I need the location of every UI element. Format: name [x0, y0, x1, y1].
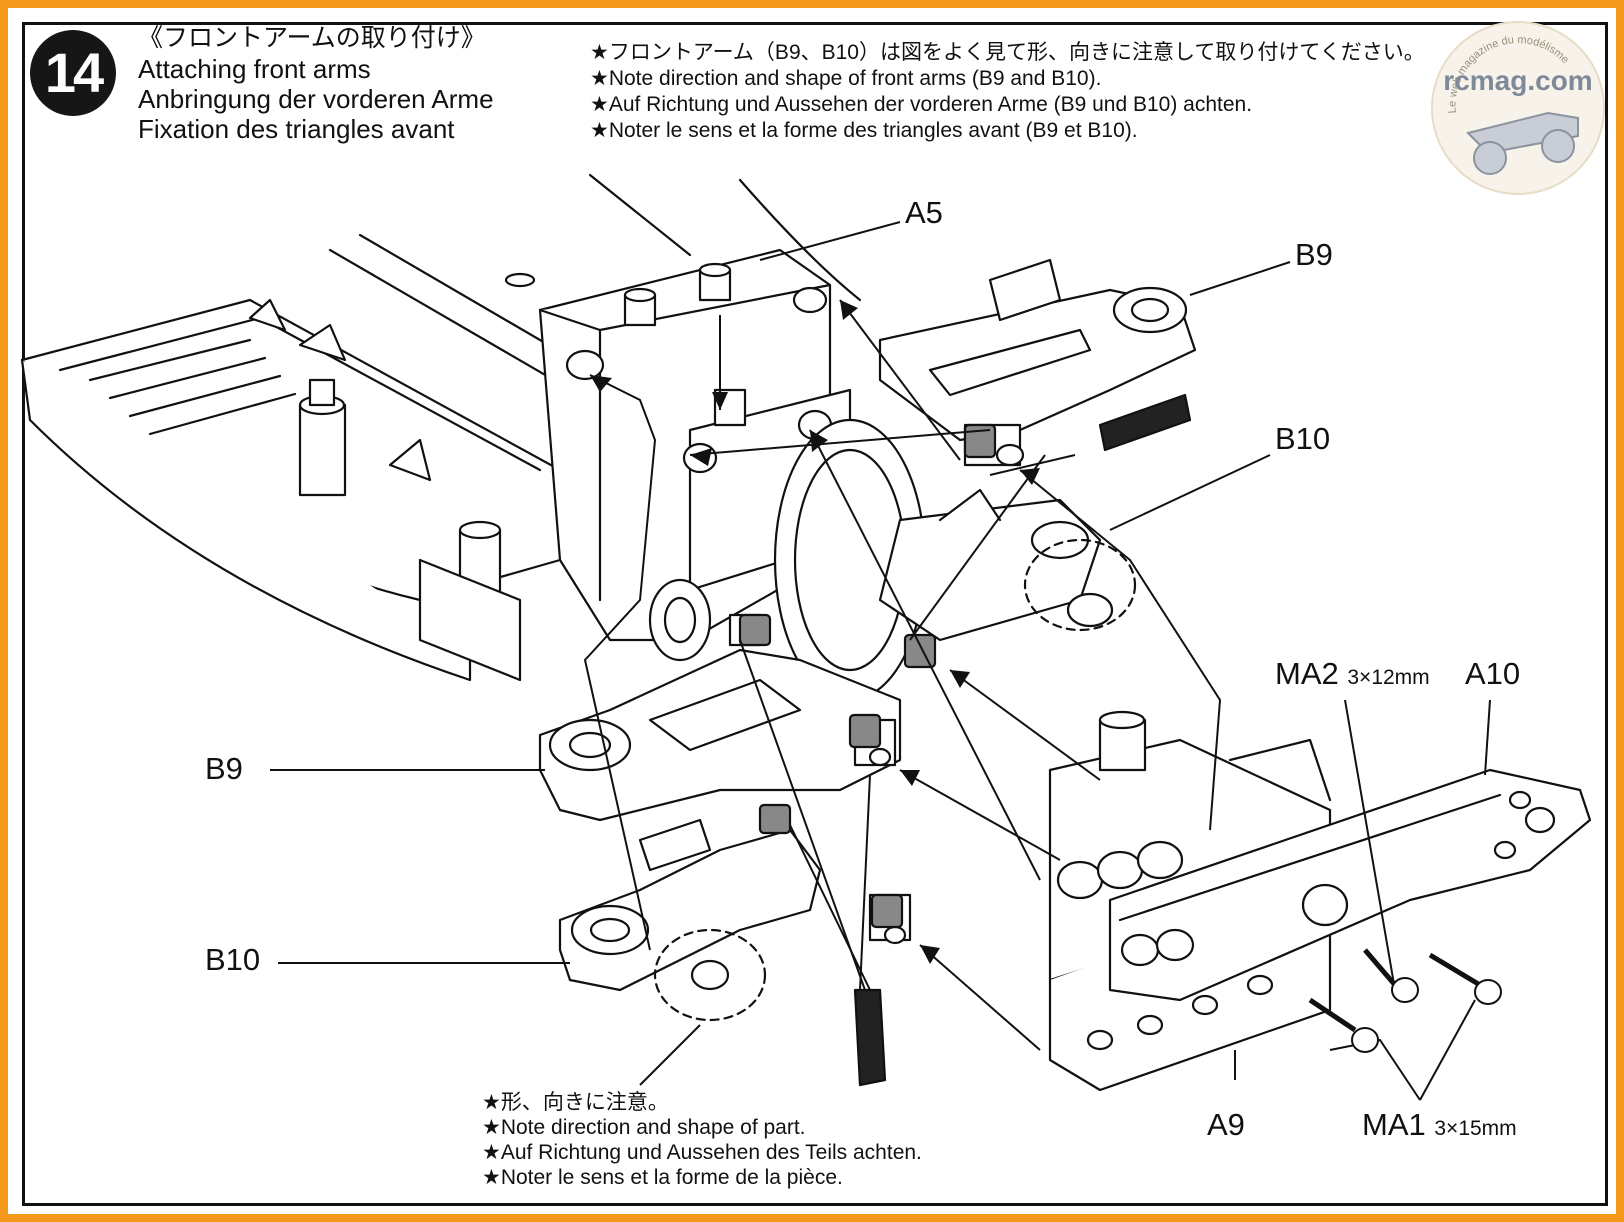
- rcmag-watermark: Le web magazine du modélisme rcmag.com: [1428, 18, 1608, 198]
- step-number-badge: 14: [30, 30, 116, 116]
- heading-en: Attaching front arms: [138, 54, 371, 84]
- top-note-fr: ★Noter le sens et la forme des triangles…: [590, 119, 1138, 142]
- arrow-heads: [590, 300, 1040, 964]
- bottom-note-de: ★Auf Richtung und Aussehen des Teils ach…: [482, 1141, 922, 1164]
- label-b9-left: B9: [205, 751, 243, 786]
- ma2-size: 3×12mm: [1347, 666, 1430, 689]
- label-ma1: MA1 3×15mm: [1362, 1108, 1517, 1146]
- label-a5: A5: [905, 195, 943, 230]
- top-notes: ★フロントアーム（B9、B10）は図をよく見て形、向きに注意して取り付けてくださ…: [590, 40, 1425, 144]
- bottom-notes: ★形、向きに注意。 ★Note direction and shape of p…: [482, 1090, 922, 1190]
- screw-ma1-a: [1428, 952, 1502, 1005]
- bottom-note-jp: ★形、向きに注意。: [482, 1091, 669, 1114]
- ma1-code: MA1: [1362, 1107, 1426, 1142]
- ma1-size: 3×15mm: [1434, 1117, 1517, 1140]
- ma2-code: MA2: [1275, 656, 1339, 691]
- front-arm-b9-top: [878, 258, 1197, 467]
- top-note-jp: ★フロントアーム（B9、B10）は図をよく見て形、向きに注意して取り付けてくださ…: [590, 41, 1425, 64]
- top-note-de: ★Auf Richtung und Aussehen der vorderen …: [590, 93, 1253, 116]
- pivot-bushings: [738, 423, 997, 929]
- step-heading: 《フロントアームの取り付け》 Attaching front arms Anbr…: [138, 22, 494, 144]
- screw-ma2: [1363, 948, 1419, 1003]
- suspension-mount-a10: [1108, 768, 1592, 1002]
- grease-tubes: [853, 393, 1192, 1087]
- screws: [1308, 948, 1502, 1053]
- top-note-en: ★Note direction and shape of front arms …: [590, 67, 1102, 90]
- label-b9-top: B9: [1295, 237, 1333, 272]
- label-b10-left: B10: [205, 942, 261, 977]
- bottom-note-fr: ★Noter le sens et la forme de la pièce.: [482, 1166, 843, 1189]
- chassis-tub: [20, 173, 862, 682]
- assembly-arrows: [270, 221, 1491, 1101]
- heading-de: Anbringung der vorderen Arme: [138, 84, 494, 114]
- gearbox-housing: [504, 248, 927, 702]
- label-a10: A10: [1465, 656, 1521, 691]
- heading-jp: 《フロントアームの取り付け》: [138, 23, 486, 52]
- label-a9: A9: [1207, 1107, 1245, 1142]
- bottom-note-en: ★Note direction and shape of part.: [482, 1116, 806, 1139]
- watermark-site: rcmag.com: [1443, 65, 1592, 96]
- screw-ma1-b: [1308, 997, 1379, 1053]
- heading-fr: Fixation des triangles avant: [138, 114, 455, 144]
- label-b10-top: B10: [1275, 421, 1331, 456]
- label-ma2: MA2 3×12mm: [1275, 657, 1430, 695]
- rcmag-logo-icon: Le web magazine du modélisme rcmag.com: [1431, 21, 1605, 195]
